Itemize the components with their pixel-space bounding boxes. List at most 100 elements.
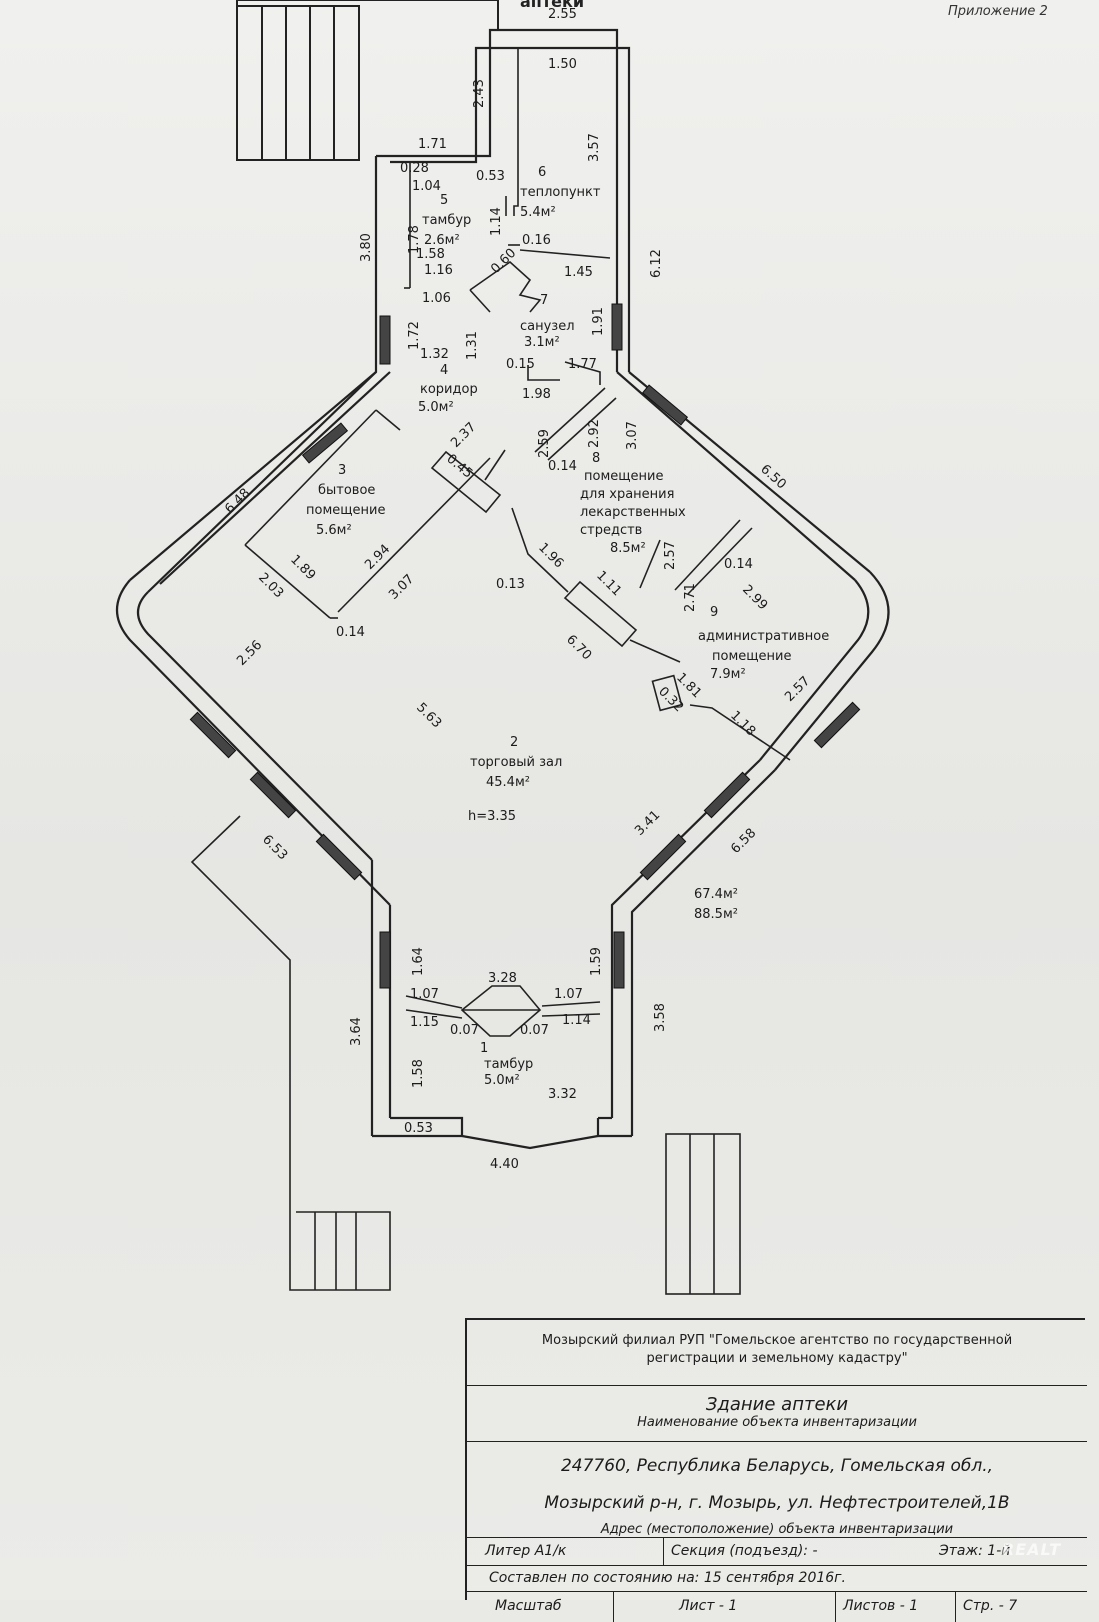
room-4-area: 5.0м² — [418, 400, 454, 415]
dim-label: 1.07 — [554, 987, 583, 1002]
dim-label: 0.07 — [520, 1023, 549, 1038]
organization-line2: регистрации и земельному кадастру" — [646, 1351, 908, 1366]
dim-label: 1.58 — [416, 247, 445, 262]
dim-label: 1.89 — [287, 552, 318, 583]
room-8-number: 8 — [592, 451, 600, 466]
dim-label: 0.28 — [400, 161, 429, 176]
dim-label: 6.70 — [563, 632, 594, 663]
dim-label: 0.53 — [476, 169, 505, 184]
room-6-name: теплопункт — [520, 185, 601, 200]
dim-label: 1.14 — [562, 1013, 591, 1028]
room-5-number: 5 — [440, 193, 448, 208]
dim-label: 1.11 — [593, 568, 624, 599]
dim-label: 3.57 — [587, 133, 602, 162]
dim-label: 0.13 — [496, 577, 525, 592]
dim-label: 0.14 — [724, 557, 753, 572]
dim-label: 2.57 — [663, 541, 678, 570]
address-caption: Адрес (местоположение) объекта инвентари… — [600, 1522, 954, 1537]
dim-label: 1.59 — [589, 947, 604, 976]
dim-label: 6.53 — [259, 832, 290, 863]
room-7-number: 7 — [540, 293, 548, 308]
dim-label: 1.31 — [465, 331, 480, 360]
address-line1: 247760, Республика Беларусь, Гомельская … — [560, 1456, 994, 1476]
dim-label: 6.12 — [649, 249, 664, 278]
inner-walls — [244, 48, 791, 1037]
dim-label: 1.98 — [522, 387, 551, 402]
room-9-number: 9 — [710, 605, 718, 620]
room-9-name-line1: административное — [698, 629, 829, 644]
total-area-1: 67.4м² — [694, 887, 738, 902]
dim-label: 3.07 — [386, 572, 417, 603]
room-5-area: 2.6м² — [424, 233, 460, 248]
organization-row: Мозырский филиал РУП "Гомельское агентст… — [467, 1320, 1087, 1386]
room-9-name-line2: помещение — [712, 649, 791, 664]
organization-line1: Мозырский филиал РУП "Гомельское агентст… — [541, 1333, 1013, 1348]
dim-label: 1.04 — [412, 179, 441, 194]
dim-label: 3.64 — [349, 1017, 364, 1046]
dim-label: 1.18 — [727, 708, 758, 739]
dim-label: 1.07 — [410, 987, 439, 1002]
dim-label: 5.63 — [413, 700, 444, 731]
dim-label: 3.58 — [653, 1003, 668, 1032]
room-8-name-line3: лекарственных — [580, 505, 686, 520]
address-line2: Мозырский р-н, г. Мозырь, ул. Нефтестрои… — [544, 1493, 1010, 1513]
dim-label: 2.56 — [234, 638, 265, 669]
dim-label: 0.14 — [548, 459, 577, 474]
dim-label: 4.40 — [490, 1157, 519, 1172]
room-labels: 1 тамбур 5.0м² 2 торговый зал 45.4м² h=3… — [306, 165, 829, 1088]
room-4-number: 4 — [440, 363, 448, 378]
room-2-height: h=3.35 — [468, 809, 516, 824]
dim-label: 1.78 — [407, 225, 422, 254]
dim-label: 0.15 — [506, 357, 535, 372]
room-1-name: тамбур — [484, 1057, 533, 1072]
liter-row: Литер А1/к Секция (подъезд): - Этаж: 1-й… — [467, 1538, 1087, 1566]
dim-label: 1.72 — [407, 321, 422, 350]
room-2-number: 2 — [510, 735, 518, 750]
dim-label: 0.07 — [450, 1023, 479, 1038]
object-row: Здание аптеки Наименование объекта инвен… — [467, 1386, 1087, 1442]
object-caption: Наименование объекта инвентаризации — [637, 1415, 917, 1430]
room-8-name-line1: помещение — [584, 469, 663, 484]
room-2-name: торговый зал — [470, 755, 562, 770]
dim-label: 1.50 — [548, 57, 577, 72]
liter-label: Литер А1/к — [485, 1543, 567, 1559]
floor-label: Этаж: 1-й — [939, 1543, 1011, 1559]
room-1-area: 5.0м² — [484, 1073, 520, 1088]
object-name: Здание аптеки — [705, 1394, 849, 1415]
dim-label: 1.32 — [420, 347, 449, 362]
dim-label: 1.45 — [564, 265, 593, 280]
dim-label: 1.96 — [535, 540, 566, 571]
room-8-name-line4: стредств — [580, 523, 642, 538]
dim-label: 3.28 — [488, 971, 517, 986]
dim-label: 3.32 — [548, 1087, 577, 1102]
room-3-name-line2: помещение — [306, 503, 385, 518]
dim-label: 3.41 — [632, 808, 663, 839]
date-label: Составлен по состоянию на: — [489, 1570, 700, 1586]
dim-label: 1.58 — [411, 1059, 426, 1088]
document-top-title: аптеки — [520, 0, 585, 11]
room-6-number: 6 — [538, 165, 546, 180]
dim-label: 6.50 — [757, 462, 789, 493]
dim-label: 1.15 — [410, 1015, 439, 1030]
dim-label: 2.94 — [362, 542, 393, 573]
address-row: 247760, Республика Беларусь, Гомельская … — [467, 1442, 1087, 1538]
room-8-area: 8.5м² — [610, 541, 646, 556]
room-3-area: 5.6м² — [316, 523, 352, 538]
dim-label: 0.14 — [336, 625, 365, 640]
scale-label: Масштаб — [495, 1598, 562, 1614]
dim-label: 0.53 — [404, 1121, 433, 1136]
sheets-label: Листов - 1 — [843, 1598, 919, 1614]
room-8-name-line2: для хранения — [580, 487, 674, 502]
dim-label: 3.07 — [625, 421, 640, 450]
floor-plan: 2.55 1.50 2.43 3.57 1.71 0.28 0.53 1.04 … — [116, 0, 890, 1295]
appendix-label: Приложение 2 — [948, 4, 1048, 19]
sheet-row: Масштаб Лист - 1 Листов - 1 Стр. - 7 — [467, 1592, 1087, 1622]
sheet-label: Лист - 1 — [679, 1598, 738, 1614]
room-3-number: 3 — [338, 463, 346, 478]
stairs-bottom-right — [665, 1133, 741, 1295]
dim-label: 1.91 — [591, 307, 606, 336]
dim-label: 1.16 — [424, 263, 453, 278]
room-7-area: 3.1м² — [524, 335, 560, 350]
page-label: Стр. - 7 — [963, 1598, 1018, 1614]
dim-label: 2.59 — [537, 429, 552, 458]
